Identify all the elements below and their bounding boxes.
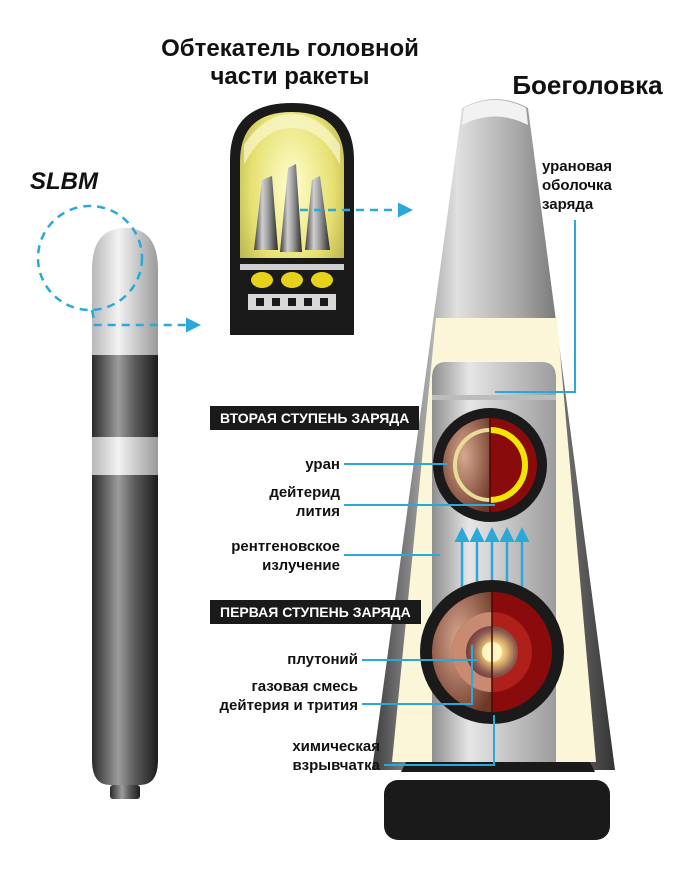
missile-band (92, 437, 158, 475)
xray-line1: рентгеновское (231, 538, 340, 555)
missile-nozzle (110, 785, 140, 799)
xray-line2: излучение (262, 557, 340, 574)
missile-lower-section (92, 475, 158, 785)
uranium-shell-label: урановая оболочка заряда (542, 157, 682, 214)
slbm-missile (92, 228, 158, 799)
gas-line1: газовая смесь (251, 678, 358, 695)
arrow-to-fairing (90, 309, 201, 333)
first-stage-sphere (420, 580, 564, 724)
plutonium-label: плутоний (287, 651, 358, 668)
gas-line2: дейтерия и трития (219, 697, 358, 714)
nose-highlight-circle (36, 204, 144, 312)
explosive-line2: взрывчатка (292, 757, 380, 774)
callout-lines (344, 220, 576, 766)
xray-arrows (454, 527, 530, 590)
fairing-cutaway (230, 103, 354, 335)
fairing-title-line2: части ракеты (210, 63, 370, 90)
uranium-shell-line3: заряда (542, 196, 594, 213)
first-stage-band: ПЕРВАЯ СТУПЕНЬ ЗАРЯДА (210, 600, 421, 624)
missile-upper-section (92, 355, 158, 437)
lithium-deuteride-line1: дейтерид (269, 484, 340, 501)
slbm-title: SLBM (30, 168, 98, 195)
second-stage-sphere (433, 408, 547, 522)
missile-nose (92, 228, 158, 355)
uranium-shell-line2: оболочка (542, 177, 612, 194)
fairing-title-line1: Обтекатель головной (161, 35, 419, 62)
gas-mixture-label: газовая смесь дейтерия и трития (160, 677, 358, 715)
fairing-title: Обтекатель головной части ракеты (140, 35, 440, 91)
warhead-base (384, 780, 610, 840)
uranium-shell-line1: урановая (542, 158, 612, 175)
warhead-tip (462, 100, 528, 125)
explosive-line1: химическая (292, 738, 380, 755)
xray-label: рентгеновское излучение (160, 537, 340, 575)
warhead-title: Боеголовка (512, 70, 663, 100)
explosive-label: химическая взрывчатка (190, 737, 380, 775)
lithium-deuteride-label: дейтерид лития (190, 483, 340, 521)
uranium-label: уран (305, 456, 340, 473)
warhead-body (372, 99, 615, 840)
second-stage-band: ВТОРАЯ СТУПЕНЬ ЗАРЯДА (210, 406, 420, 430)
lithium-deuteride-line2: лития (295, 503, 340, 520)
